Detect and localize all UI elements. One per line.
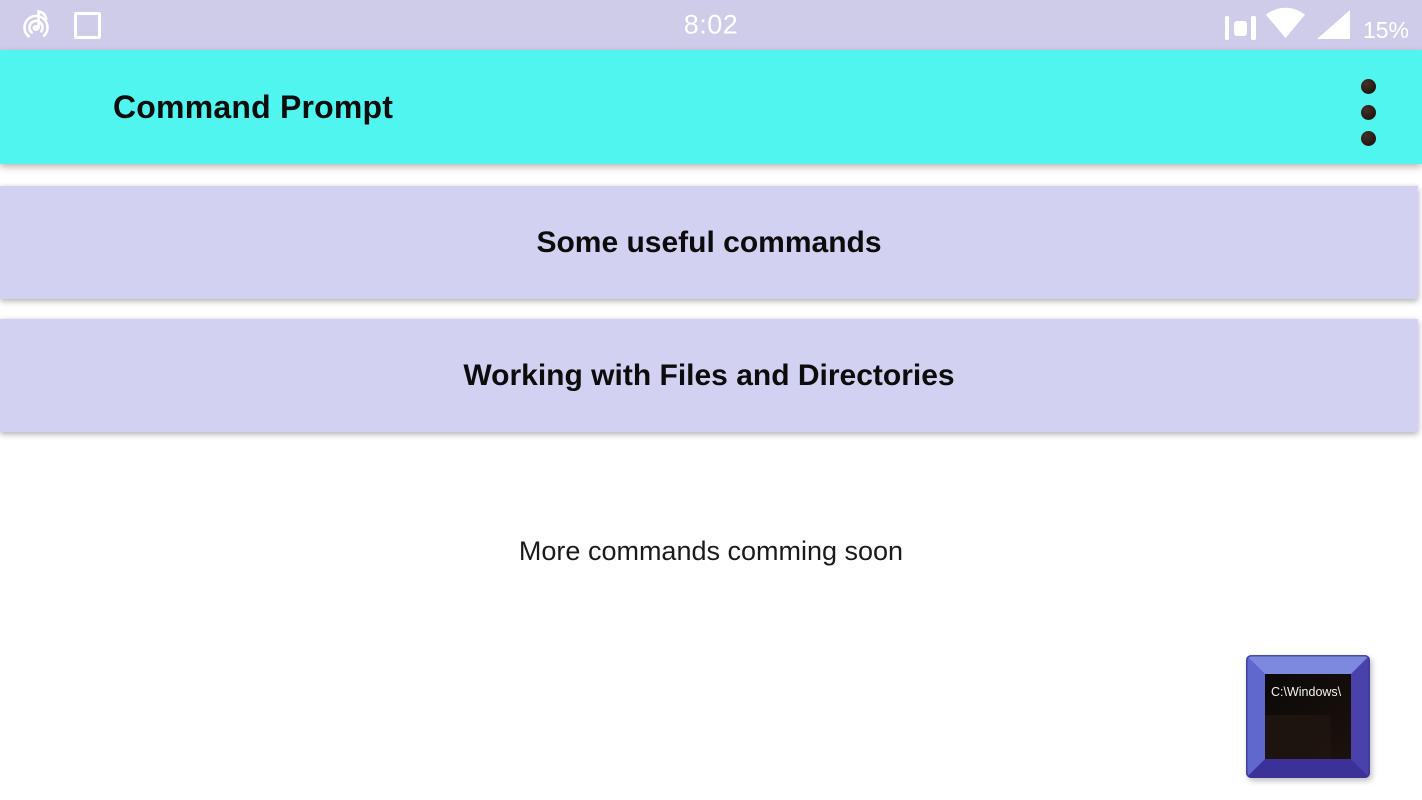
kebab-dot — [1361, 79, 1376, 94]
battery-percent: 15% — [1362, 17, 1409, 43]
kebab-dot — [1361, 131, 1376, 146]
command-prompt-fab[interactable]: C:\Windows\ — [1246, 655, 1370, 778]
files-directories-button[interactable]: Working with Files and Directories — [0, 319, 1418, 432]
status-bar: 8:02 15% — [0, 0, 1422, 50]
cell-signal-icon — [1315, 9, 1352, 45]
square-outline-icon — [74, 11, 101, 39]
vibrate-icon — [1224, 11, 1256, 45]
useful-commands-button[interactable]: Some useful commands — [0, 186, 1418, 299]
fab-screen-text: C:\Windows\ — [1271, 685, 1342, 699]
overflow-menu-button[interactable] — [1356, 77, 1381, 148]
fab-bevel-right — [1351, 655, 1370, 778]
fab-bevel-left — [1246, 655, 1265, 778]
app-bar: Command Prompt — [0, 50, 1422, 164]
status-bar-right-icons: 15% — [1224, 5, 1409, 45]
fab-bevel-bottom — [1246, 759, 1370, 778]
coming-soon-text: More commands comming soon — [518, 536, 904, 566]
main-content: Some useful commands Working with Files … — [0, 164, 1422, 567]
fab-bevel-top — [1246, 655, 1370, 674]
page-title: Command Prompt — [113, 88, 394, 125]
music-disc-icon — [21, 4, 55, 46]
kebab-dot — [1361, 105, 1376, 120]
status-bar-left-icons — [21, 4, 101, 46]
wifi-icon — [1264, 5, 1307, 45]
status-time: 8:02 — [683, 9, 739, 40]
